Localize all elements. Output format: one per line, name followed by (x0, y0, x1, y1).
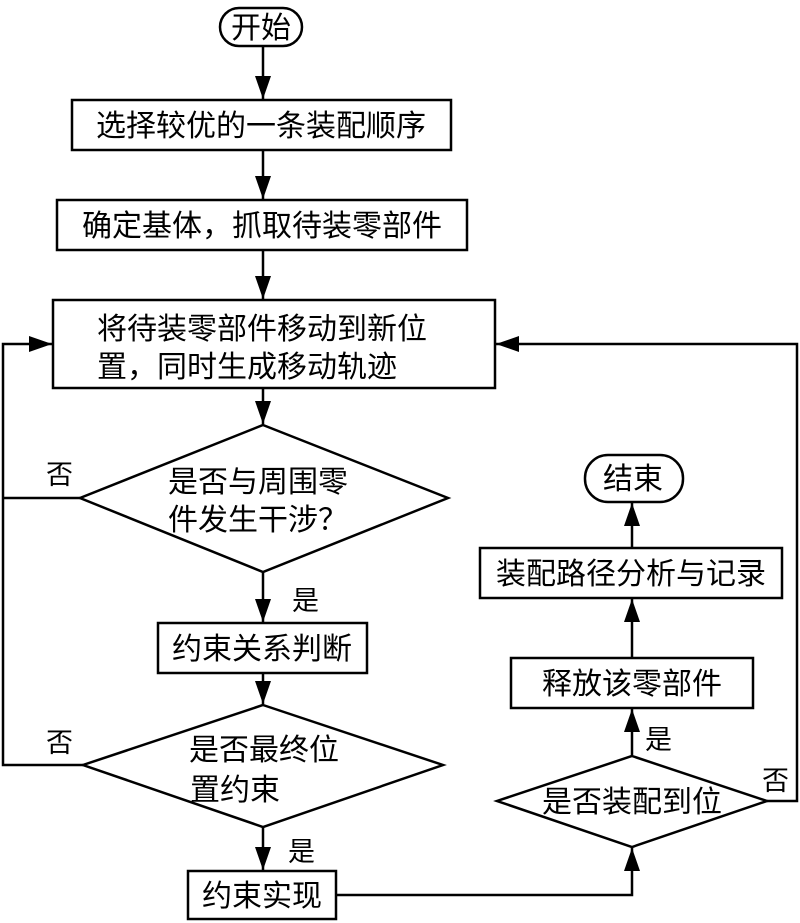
end-label: 结束 (603, 462, 663, 497)
arrowhead-icon (496, 336, 519, 352)
arrowhead-icon (255, 681, 271, 704)
constraint-judge-box: 约束关系判断 (156, 621, 369, 675)
path-analysis-label: 装配路径分析与记录 (496, 557, 766, 592)
arrowhead-icon (255, 276, 271, 299)
release-part-label: 释放该零部件 (542, 667, 722, 702)
select-sequence-label: 选择较优的一条装配顺序 (96, 109, 426, 144)
edge-assembled-no (496, 342, 799, 803)
arrowhead-icon (255, 76, 271, 99)
arrowhead-icon (255, 401, 271, 424)
edge-realize-to-assembled (336, 848, 634, 897)
edge-final-no (1, 342, 83, 767)
grab-part-label: 确定基体，抓取待装零部件 (82, 209, 442, 244)
constraint-realize-label: 约束实现 (202, 879, 322, 914)
interference-decision: 是否与周围零 件发生干涉？ (76, 423, 452, 574)
path-analysis-box: 装配路径分析与记录 (478, 546, 784, 600)
arrowhead-icon (29, 336, 52, 352)
end-terminal: 结束 (583, 453, 685, 504)
arrowhead-icon (624, 709, 640, 732)
release-part-box: 释放该零部件 (509, 656, 755, 710)
assembled-decision: 是否装配到位 (493, 754, 771, 849)
select-sequence-box: 选择较优的一条装配顺序 (70, 98, 453, 152)
arrowhead-icon (624, 503, 640, 526)
move-part-box: 将待装零部件移动到新位 置，同时生成移动轨迹 (51, 298, 497, 390)
interference-label-line1: 是否与周围零 (168, 465, 348, 500)
constraint-realize-box: 约束实现 (186, 869, 338, 921)
constraint-judge-label: 约束关系判断 (172, 632, 352, 667)
assembled-no-label: 否 (762, 766, 789, 797)
final-constraint-no-label: 否 (46, 728, 73, 759)
interference-label-line2: 件发生干涉？ (168, 503, 348, 538)
start-label: 开始 (231, 11, 291, 46)
arrowhead-icon (624, 599, 640, 622)
arrowhead-icon (255, 847, 271, 870)
start-terminal: 开始 (218, 6, 304, 48)
interference-no-label: 否 (46, 460, 73, 491)
arrowhead-icon (255, 176, 271, 199)
move-part-label-line1: 将待装零部件移动到新位 (97, 312, 427, 347)
arrowhead-icon (624, 848, 640, 871)
assembled-label: 是否装配到位 (542, 785, 722, 820)
arrowhead-icon (255, 599, 271, 622)
grab-part-box: 确定基体，抓取待装零部件 (55, 198, 469, 252)
final-constraint-yes-label: 是 (288, 837, 315, 868)
final-constraint-label-line1: 是否最终位 (189, 733, 339, 768)
final-constraint-label-line2: 置约束 (190, 773, 280, 808)
final-constraint-decision: 是否最终位 置约束 (79, 703, 447, 829)
edges (1, 46, 799, 897)
interference-yes-label: 是 (292, 586, 319, 617)
assembled-yes-label: 是 (645, 725, 672, 756)
move-part-label-line2: 置，同时生成移动轨迹 (97, 350, 397, 385)
